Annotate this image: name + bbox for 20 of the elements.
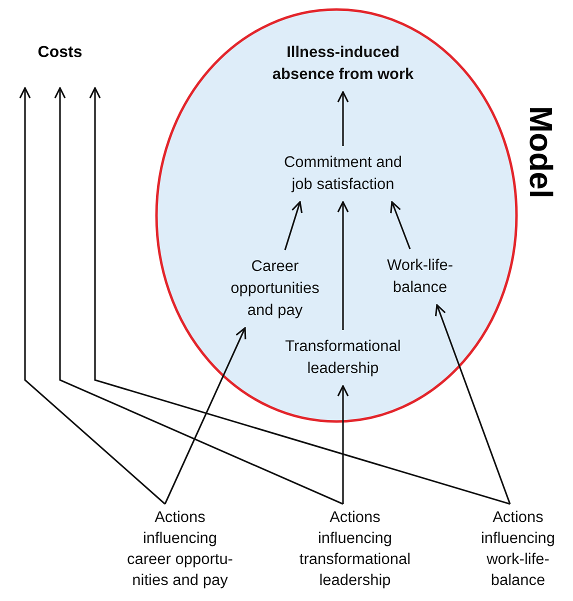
action-label: Actions influencing work-life-balance [466,504,570,594]
arrow [390,201,411,250]
action-label: Actions influencing transformational leadership [288,504,422,594]
factor-label: Career opportunities and pay [221,250,329,328]
arrow [164,327,246,504]
factor-label: Transformational leadership [271,330,415,386]
arrow [19,87,166,505]
arrow [434,304,511,504]
costs-label: Costs [12,40,108,88]
arrow [284,201,303,250]
factor-label: Commitment and job satisfaction [271,146,415,202]
arrow [54,87,344,505]
model-heading: Model [526,106,556,198]
arrow [337,91,349,146]
outcome-label: Illness-induced absence from work [258,36,428,92]
action-label: Actions influencing career opportu-nities and pay [118,504,242,594]
arrow [89,87,510,505]
factor-label: Work-life-balance [374,249,466,305]
arrow [337,201,349,330]
arrow [337,385,349,504]
